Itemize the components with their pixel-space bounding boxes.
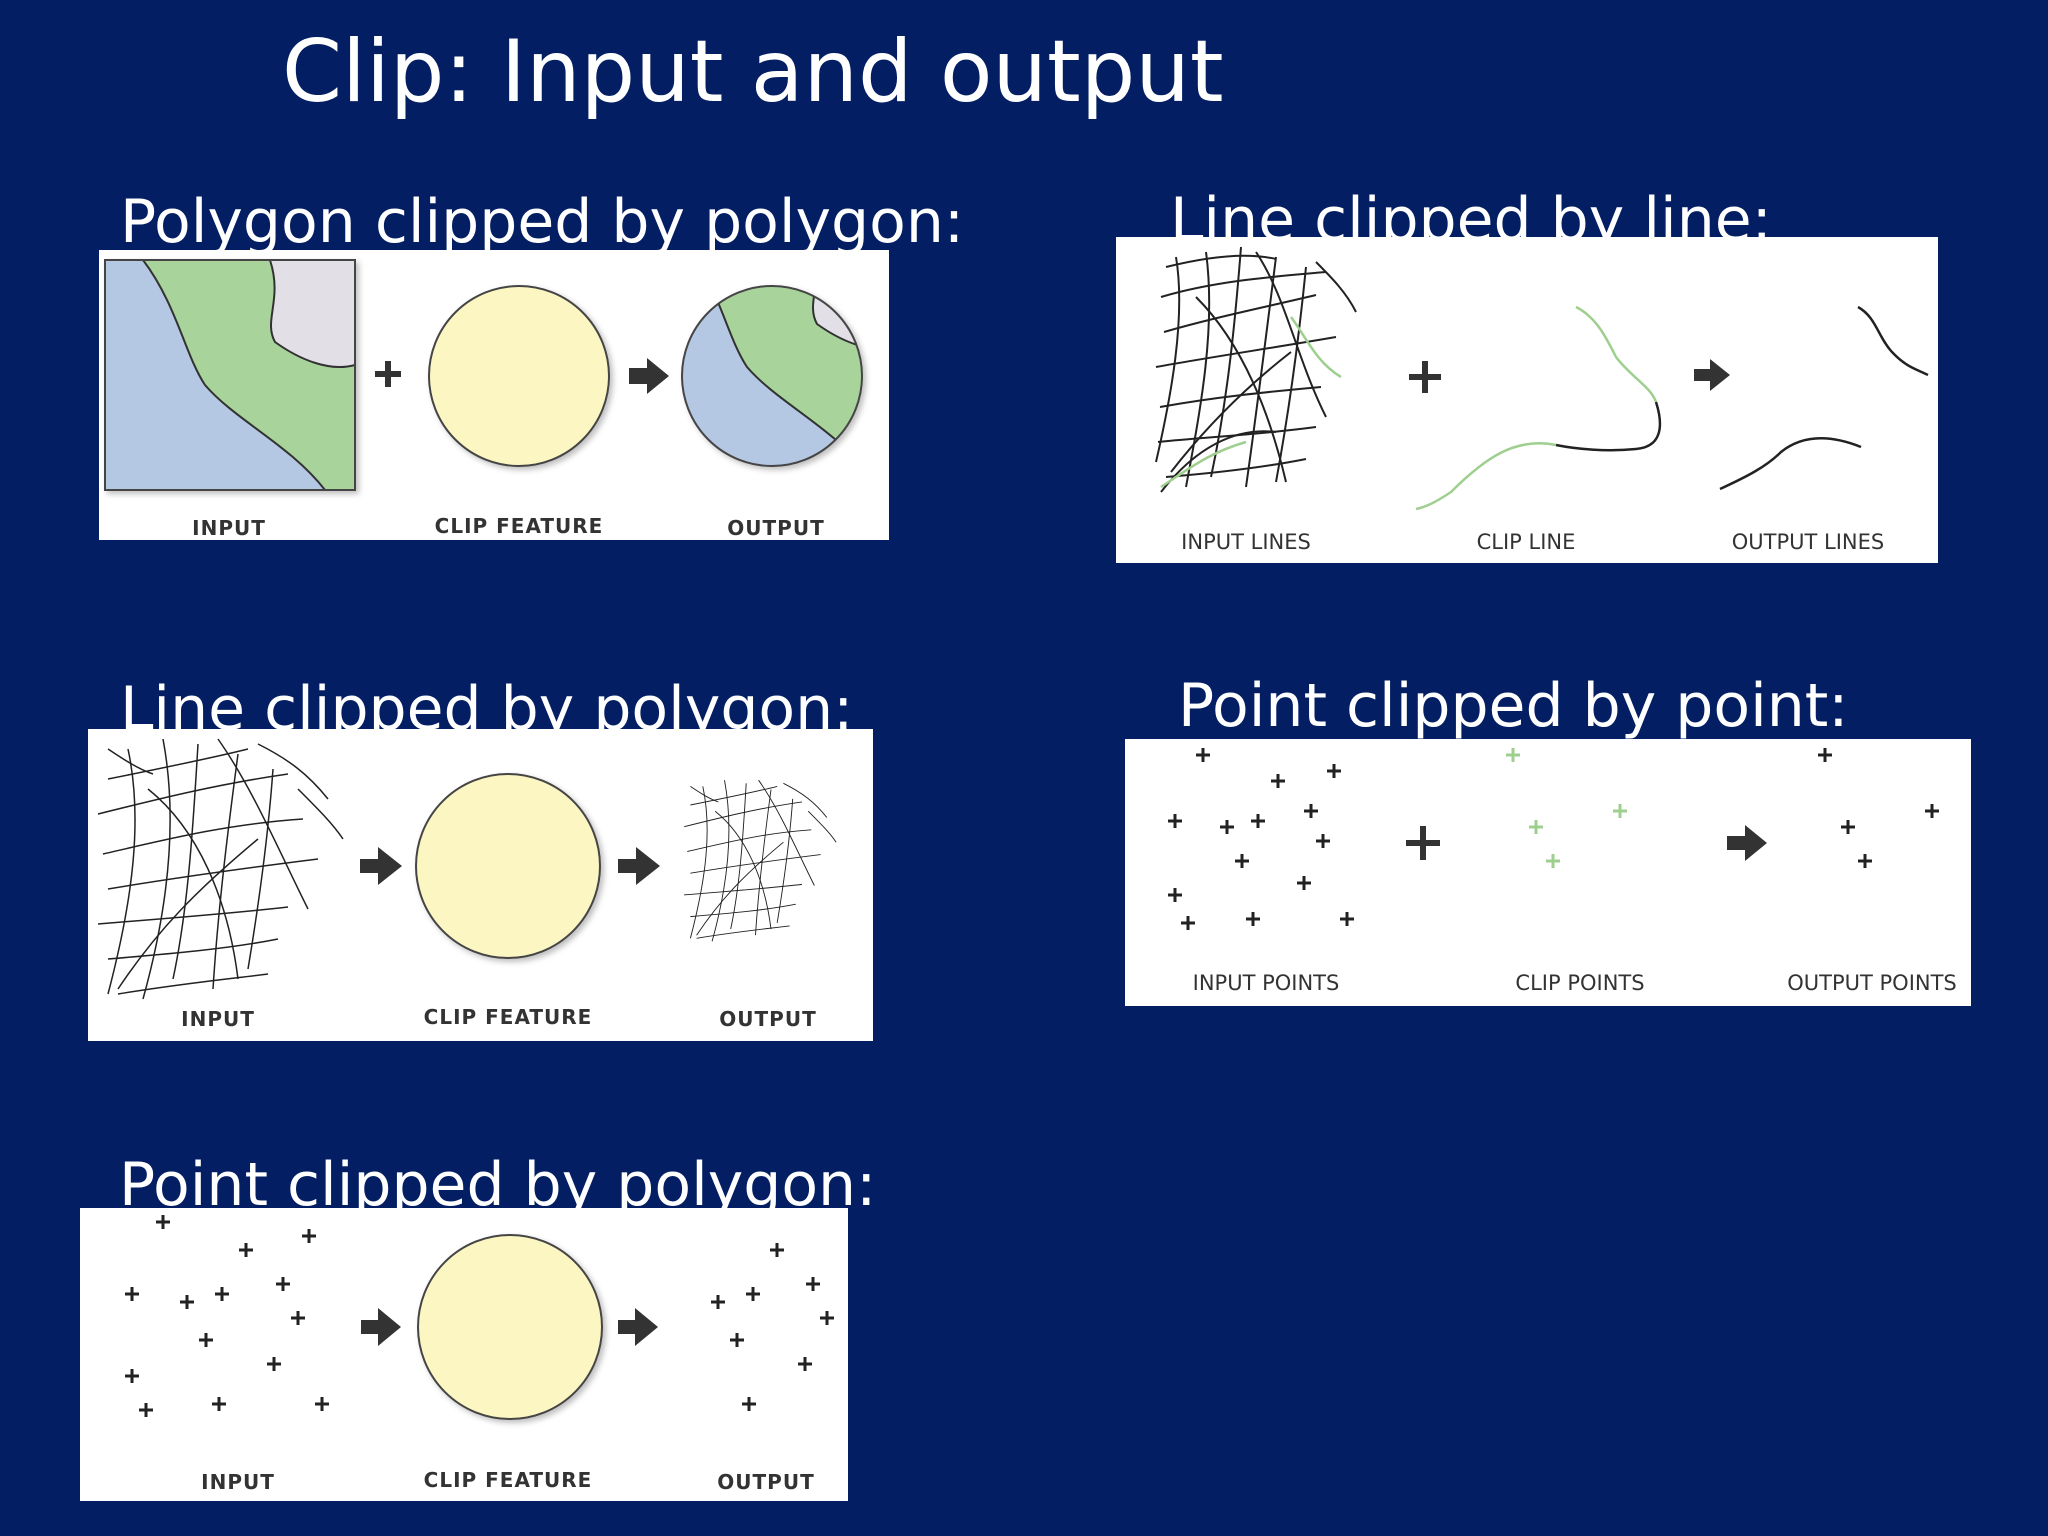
output-points (711, 1243, 834, 1411)
heading-point-clipped-by-polygon: Point clipped by polygon: (119, 1150, 877, 1209)
line-polygon-clip-diagram (97, 738, 837, 1000)
input-points (125, 1215, 329, 1417)
input-lines (97, 738, 344, 1000)
arrow-right-icon (618, 1308, 658, 1346)
label-output-points: OUTPUT POINTS (1787, 971, 1957, 995)
heading-point-clipped-by-point: Point clipped by point: (1178, 671, 1849, 741)
plus-icon (1409, 361, 1441, 393)
panel-point-clipped-by-point: INPUT POINTS CLIP POINTS OUTPUT POINTS (1125, 739, 1971, 1006)
slide-title: Clip: Input and output (282, 22, 1224, 122)
arrow-right-icon (629, 358, 669, 394)
panel-line-clipped-by-polygon: INPUT CLIP FEATURE OUTPUT (88, 729, 873, 1041)
input-lines (1155, 246, 1357, 493)
plus-icon (1406, 826, 1440, 860)
arrow-right-icon (361, 1308, 401, 1346)
output-lines (683, 779, 837, 942)
plus-icon (375, 361, 401, 387)
arrow-right-icon (360, 847, 402, 885)
panel-point-clipped-by-polygon: INPUT CLIP FEATURE OUTPUT (80, 1208, 848, 1501)
label-input: INPUT (192, 516, 266, 540)
heading-line-clipped-by-polygon: Line clipped by polygon: (120, 674, 854, 730)
clip-feature-circle (417, 1234, 603, 1420)
clip-lines (1415, 305, 1662, 511)
label-input: INPUT (181, 1007, 255, 1031)
clip-feature-circle (415, 773, 601, 959)
arrow-right-icon (618, 847, 660, 885)
output-lines (1719, 305, 1929, 491)
label-output: OUTPUT (719, 1007, 817, 1031)
output-points (1818, 748, 1939, 868)
label-output: OUTPUT (727, 516, 825, 540)
label-clip-feature: CLIP FEATURE (423, 1468, 593, 1492)
line-clip-diagram (1155, 246, 1929, 511)
panel-polygon-clipped-by-polygon: INPUT CLIP FEATURE OUTPUT (99, 250, 889, 540)
clip-feature-circle (428, 285, 610, 467)
label-input-points: INPUT POINTS (1192, 971, 1340, 995)
arrow-right-icon (1727, 825, 1767, 861)
polygon-clip-diagram (104, 259, 863, 491)
input-clip-overlay (1160, 316, 1342, 489)
arrow-right-icon (1694, 359, 1730, 391)
label-output-lines: OUTPUT LINES (1731, 530, 1885, 554)
label-input: INPUT (201, 1470, 275, 1494)
label-input-lines: INPUT LINES (1181, 530, 1311, 554)
panel-line-clipped-by-line: INPUT LINES CLIP LINE OUTPUT LINES (1116, 237, 1938, 563)
heading-line-clipped-by-line: Line clipped by line: (1170, 185, 1772, 238)
label-clip-points: CLIP POINTS (1515, 971, 1645, 995)
input-points (1168, 748, 1354, 930)
input-polygons (104, 259, 356, 491)
label-output: OUTPUT (717, 1470, 815, 1494)
label-clip-feature: CLIP FEATURE (423, 1005, 593, 1029)
label-clip-feature: CLIP FEATURE (434, 514, 604, 538)
heading-polygon-clipped-by-polygon: Polygon clipped by polygon: (120, 187, 965, 257)
point-polygon-clip-diagram (125, 1215, 834, 1420)
point-clip-diagram (1168, 748, 1939, 930)
output-polygons (681, 285, 863, 467)
label-clip-line: CLIP LINE (1476, 530, 1576, 554)
clip-points (1506, 748, 1627, 868)
